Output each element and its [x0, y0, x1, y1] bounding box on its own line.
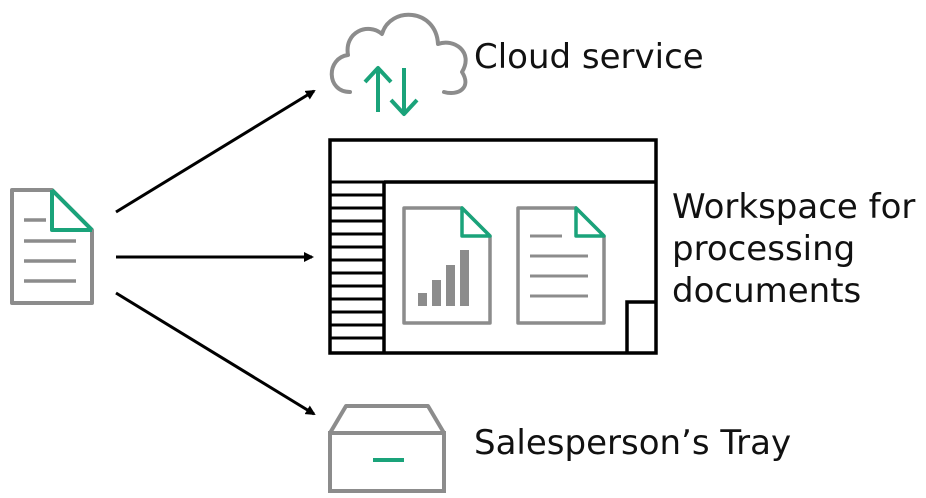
cloud-service-label: Cloud service: [474, 37, 704, 77]
workspace-label-line-2: processing: [672, 229, 856, 269]
salesperson-tray-label: Salesperson’s Tray: [474, 423, 792, 463]
workspace-label: Workspace for processing documents: [672, 186, 915, 312]
workspace-window-icon: [328, 138, 658, 355]
tray-icon: [328, 404, 446, 493]
arrow-to-cloud: [115, 89, 316, 214]
workspace-label-line-1: Workspace for: [672, 187, 916, 227]
text-document-icon: [516, 206, 606, 325]
arrow-to-tray: [115, 291, 316, 416]
workspace-label-line-3: documents: [672, 271, 862, 311]
source-document-icon: [10, 188, 94, 305]
cloud-sync-icon: [329, 12, 468, 116]
chart-document-icon: [402, 206, 492, 325]
